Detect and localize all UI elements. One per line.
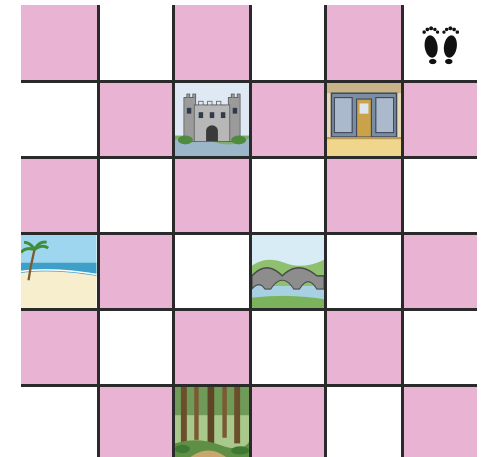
- board-cell-r1-c5[interactable]: [327, 5, 401, 80]
- board-cell-r2-c1[interactable]: [21, 83, 97, 156]
- board-cell-r5-c6[interactable]: [404, 311, 478, 384]
- board-cell-r5-c2[interactable]: [100, 311, 172, 384]
- footprints-icon: [404, 5, 478, 80]
- board-cell-r5-c3[interactable]: [175, 311, 249, 384]
- board-cell-r3-c4[interactable]: [252, 159, 324, 232]
- board-cell-r4-c5[interactable]: [327, 235, 401, 308]
- board-cell-r3-c5[interactable]: [327, 159, 401, 232]
- board-cell-r4-c4[interactable]: [252, 235, 324, 308]
- board-cell-r3-c6[interactable]: [404, 159, 478, 232]
- beach-picture: [21, 235, 97, 308]
- board-cell-r3-c3[interactable]: [175, 159, 249, 232]
- bridge-picture: [252, 235, 324, 308]
- board-cell-r1-c4[interactable]: [252, 5, 324, 80]
- board-cell-r1-c1[interactable]: [21, 5, 97, 80]
- board-cell-r6-c3[interactable]: [175, 387, 249, 457]
- board-cell-r1-c6[interactable]: [404, 5, 478, 80]
- board-cell-r5-c1[interactable]: [21, 311, 97, 384]
- board-cell-r6-c1[interactable]: [21, 387, 97, 457]
- board-cell-r6-c4[interactable]: [252, 387, 324, 457]
- castle-picture: [175, 83, 249, 156]
- board-cell-r6-c5[interactable]: [327, 387, 401, 457]
- board-cell-r2-c4[interactable]: [252, 83, 324, 156]
- board-cell-r6-c6[interactable]: [404, 387, 478, 457]
- board-cell-r3-c1[interactable]: [21, 159, 97, 232]
- board-cell-r4-c3[interactable]: [175, 235, 249, 308]
- game-board: [21, 5, 477, 457]
- board-cell-r4-c6[interactable]: [404, 235, 478, 308]
- board-cell-r4-c1[interactable]: [21, 235, 97, 308]
- board-cell-r1-c3[interactable]: [175, 5, 249, 80]
- board-cell-r3-c2[interactable]: [100, 159, 172, 232]
- board-cell-r2-c6[interactable]: [404, 83, 478, 156]
- board-cell-r2-c2[interactable]: [100, 83, 172, 156]
- board-cell-r5-c4[interactable]: [252, 311, 324, 384]
- forest-picture: [175, 387, 249, 457]
- board-cell-r6-c2[interactable]: [100, 387, 172, 457]
- shop-picture: [327, 83, 401, 156]
- board-cell-r5-c5[interactable]: [327, 311, 401, 384]
- board-cell-r1-c2[interactable]: [100, 5, 172, 80]
- board-cell-r2-c3[interactable]: [175, 83, 249, 156]
- board-cell-r4-c2[interactable]: [100, 235, 172, 308]
- board-cell-r2-c5[interactable]: [327, 83, 401, 156]
